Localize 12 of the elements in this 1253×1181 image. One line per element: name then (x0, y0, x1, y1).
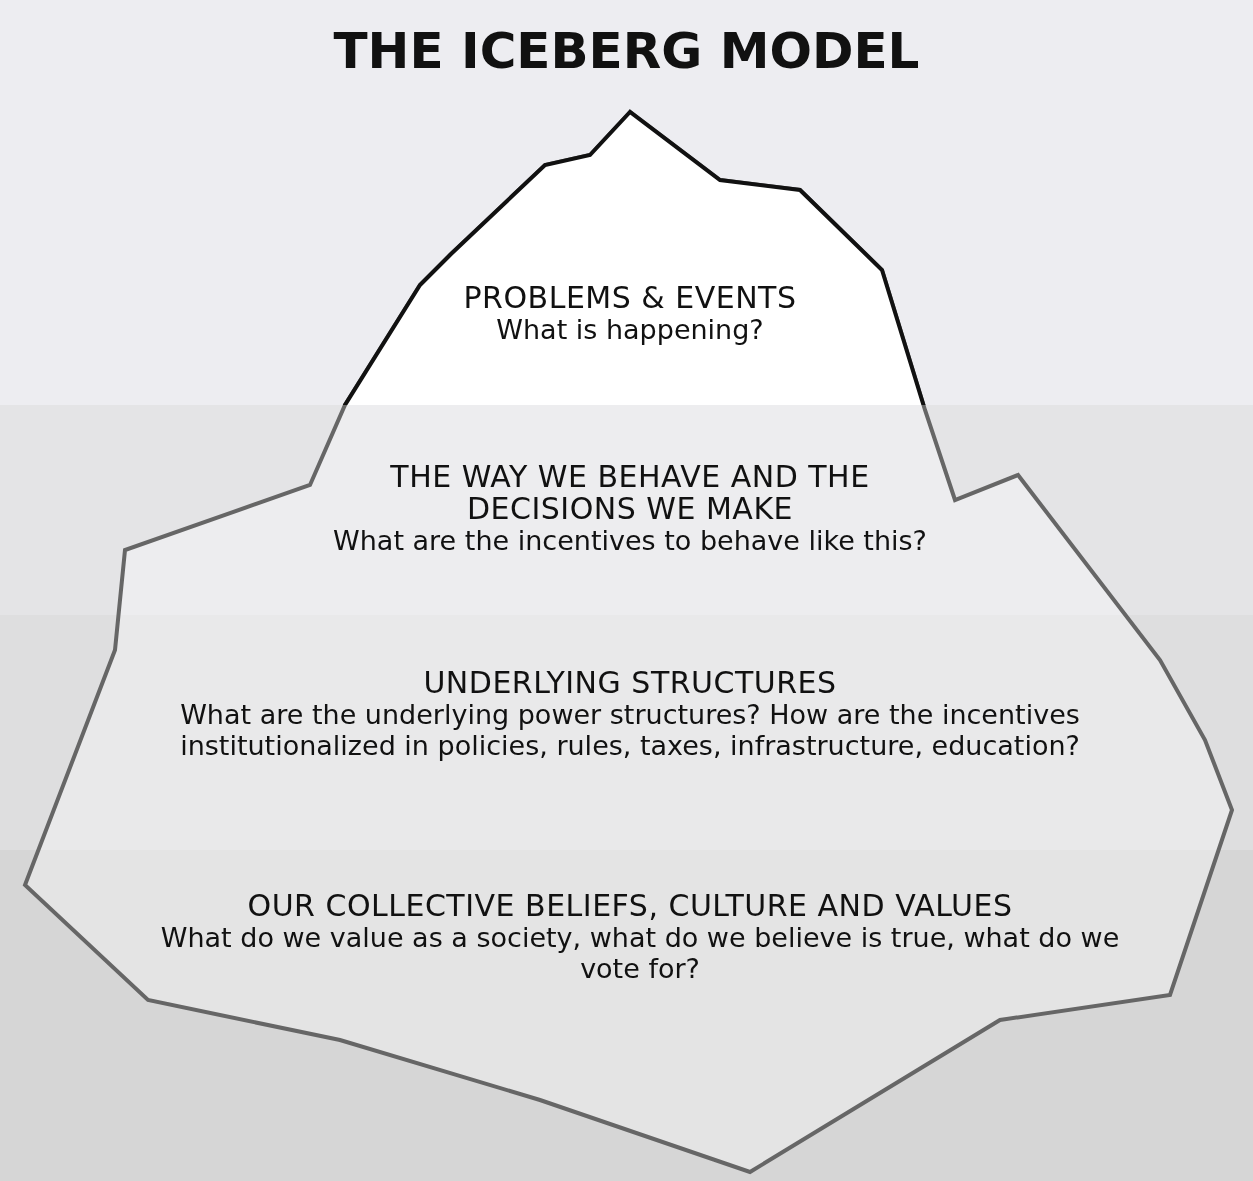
layer-heading: OUR COLLECTIVE BELIEFS, CULTURE AND VALUES (246, 890, 1014, 922)
layer-band (0, 615, 1253, 850)
layer-heading: PROBLEMS & EVENTS (462, 282, 798, 314)
diagram-title: THE ICEBERG MODEL (332, 22, 921, 80)
layer-question: What is happening? (495, 314, 765, 345)
layer-question: What are the incentives to behave like this? (332, 525, 928, 556)
layer-question: What are the underlying power structures? How are the incentives institutionalized in policies, rules, taxes, infrastructure, education? (179, 699, 1081, 761)
layer-heading: THE WAY WE BEHAVE AND THE DECISIONS WE MAKE (389, 461, 871, 525)
layer-question: What do we value as a society, what do we believe is true, what do we vote for? (159, 922, 1121, 984)
layer-band (0, 405, 1253, 615)
layer-band (0, 850, 1253, 1181)
layer-heading: UNDERLYING STRUCTURES (422, 667, 838, 699)
